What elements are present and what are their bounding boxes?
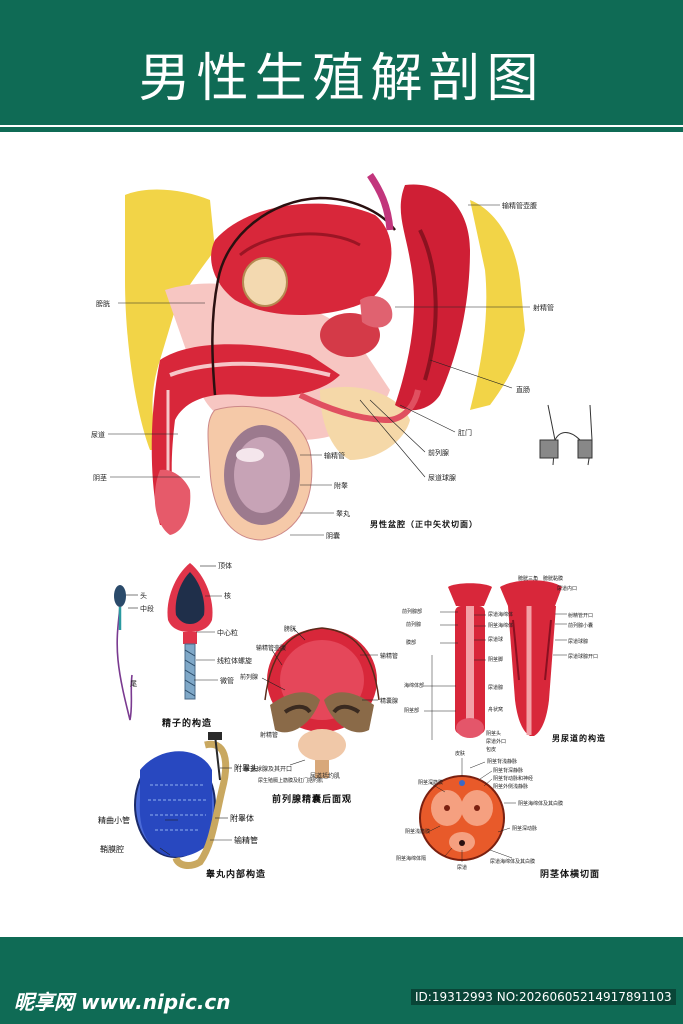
label-prostate: 前列腺 xyxy=(428,449,449,457)
testis-internal-figure xyxy=(134,732,230,869)
label-ti-vas: 输精管 xyxy=(234,836,258,845)
label-pc-sup-dorsal-vein: 阴茎背浅静脉 xyxy=(487,759,518,765)
label-sperm-head: 头 xyxy=(140,592,147,600)
label-pr-prostate: 前列腺 xyxy=(240,674,259,681)
label-ur-bulbo-opening: 尿道球腺开口 xyxy=(568,654,599,660)
label-sperm-tail: 尾 xyxy=(130,680,137,688)
label-ur-crus: 阴茎脚 xyxy=(488,657,504,663)
label-pc-skin: 皮肤 xyxy=(455,751,466,757)
label-ti-seminif: 精曲小管 xyxy=(98,816,130,825)
label-pc-urethra: 尿道 xyxy=(457,865,468,871)
label-vas-ampulla: 输精管壶腹 xyxy=(502,202,537,210)
sagittal-pelvis-figure xyxy=(125,173,525,541)
watermark-id: ID:19312993 NO:20260605214917891103 xyxy=(411,989,676,1005)
page-title: 男性生殖解剖图 xyxy=(138,49,545,109)
label-ur-lacunae: 尿道腺 xyxy=(488,685,504,691)
label-urethra: 尿道 xyxy=(91,431,105,439)
label-ur-internal-orifice: 尿道内口 xyxy=(557,586,578,592)
caption-sagittal: 男性盆腔（正中矢状切面） xyxy=(370,520,478,529)
label-ejaculatory-duct: 射精管 xyxy=(533,304,554,312)
label-pr-ejaculatory: 射精管 xyxy=(260,732,279,739)
label-pc-deep-artery: 阴茎深动脉 xyxy=(512,826,538,832)
label-ur-corpus-sp: 尿道海绵体 xyxy=(488,612,514,618)
sperm-figure xyxy=(114,563,213,721)
label-pr-vas: 输精管 xyxy=(380,653,399,660)
label-pc-sup-fascia: 阴茎浅筋膜 xyxy=(405,829,431,835)
header-divider xyxy=(0,127,683,132)
label-ur-penis-section: 阴茎部 xyxy=(404,708,420,714)
caption-penis-cross: 阴茎体横切面 xyxy=(540,870,601,880)
label-acrosome: 顶体 xyxy=(218,562,232,570)
prostate-rear-figure xyxy=(264,627,380,778)
label-pc-deep-dorsal-vein: 阴茎背深静脉 xyxy=(493,768,524,774)
label-ur-utricle: 前列腺小囊 xyxy=(568,623,594,629)
label-pr-bulbo: 尿道球腺及其开口 xyxy=(244,766,293,773)
label-ur-corpus-cav: 阴茎海绵体 xyxy=(488,623,514,629)
label-ur-urethra-bulb: 尿道球 xyxy=(488,637,504,643)
label-ti-epi-head: 附睾头 xyxy=(234,764,258,773)
header-bar xyxy=(0,0,683,125)
watermark-logo: 昵享网 www.nipic.cn xyxy=(14,990,231,1014)
label-ur-spongy: 海绵体部 xyxy=(404,683,425,689)
label-ur-membranous: 膜部 xyxy=(406,640,417,646)
label-rectum: 直肠 xyxy=(516,386,530,394)
penis-cross-section-figure xyxy=(419,775,505,861)
label-ur-trigone: 膀胱三角 xyxy=(518,576,539,582)
label-pc-deep-fascia: 阴茎深筋膜 xyxy=(418,780,444,786)
label-centriole: 中心粒 xyxy=(217,629,238,637)
label-anus: 肛门 xyxy=(458,429,472,437)
label-ur-prostate: 前列腺 xyxy=(406,622,422,628)
label-pr-sphincter: 尿道括约肌 xyxy=(310,773,341,780)
label-ur-navicular: 舟状窝 xyxy=(488,707,504,713)
label-ur-prostatic: 前列腺部 xyxy=(402,609,423,615)
caption-sperm: 精子的构造 xyxy=(162,719,213,729)
footer-bar xyxy=(0,937,683,1024)
label-pr-bladder: 膀胱 xyxy=(284,626,297,633)
pose-icon xyxy=(539,404,593,466)
label-sperm-midpiece: 中段 xyxy=(140,605,154,613)
label-pc-cav-septum: 阴茎海绵体隔 xyxy=(396,856,427,862)
label-pr-seminal-vesicle: 精囊腺 xyxy=(380,698,399,705)
caption-male-urethra: 男尿道的构造 xyxy=(552,734,606,743)
label-ur-prepuce: 包皮 xyxy=(486,747,497,753)
label-microtubule: 微管 xyxy=(220,677,234,685)
label-pc-lateral-vein: 阴茎外侧浅静脉 xyxy=(493,784,529,790)
label-ti-epi-body: 附睾体 xyxy=(230,814,254,823)
label-scrotum: 阴囊 xyxy=(326,532,340,540)
label-epididymis: 附睾 xyxy=(334,482,348,490)
label-bulbourethral-gland: 尿道球腺 xyxy=(428,474,456,482)
label-penis: 阴茎 xyxy=(93,474,107,482)
label-bladder: 膀胱 xyxy=(96,300,110,308)
label-pc-dorsal-artery: 阴茎背动脉和神经 xyxy=(493,776,534,782)
label-testis: 睾丸 xyxy=(336,510,350,518)
label-ur-ext-orifice: 尿道外口 xyxy=(486,739,507,745)
label-pc-cav-albuginea: 阴茎海绵体及其白膜 xyxy=(518,801,564,807)
label-pr-vas-ampulla: 输精管壶腹 xyxy=(256,645,287,652)
label-ur-bulbo-gland: 尿道球腺 xyxy=(568,639,589,645)
caption-testis-internal: 睾丸内部构造 xyxy=(206,870,267,880)
label-mito-sheath: 线粒体螺旋 xyxy=(217,657,252,665)
label-ur-glans: 阴茎头 xyxy=(486,731,502,737)
label-vas-deferens: 输精管 xyxy=(324,452,345,460)
male-urethra-figure xyxy=(448,580,562,738)
label-nucleus: 核 xyxy=(224,592,231,600)
label-pc-sp-albuginea: 尿道海绵体及其白膜 xyxy=(490,859,536,865)
label-ti-tunica: 鞘膜腔 xyxy=(100,845,124,854)
caption-prostate-rear: 前列腺精囊后面观 xyxy=(272,795,353,805)
label-pr-pelvic: 尿生殖膈上筋膜及肛门括约肌 xyxy=(258,778,324,784)
label-ur-ejac-orifice: 射精管开口 xyxy=(568,613,594,619)
label-ur-bladder-mucosa: 膀胱黏膜 xyxy=(543,576,564,582)
